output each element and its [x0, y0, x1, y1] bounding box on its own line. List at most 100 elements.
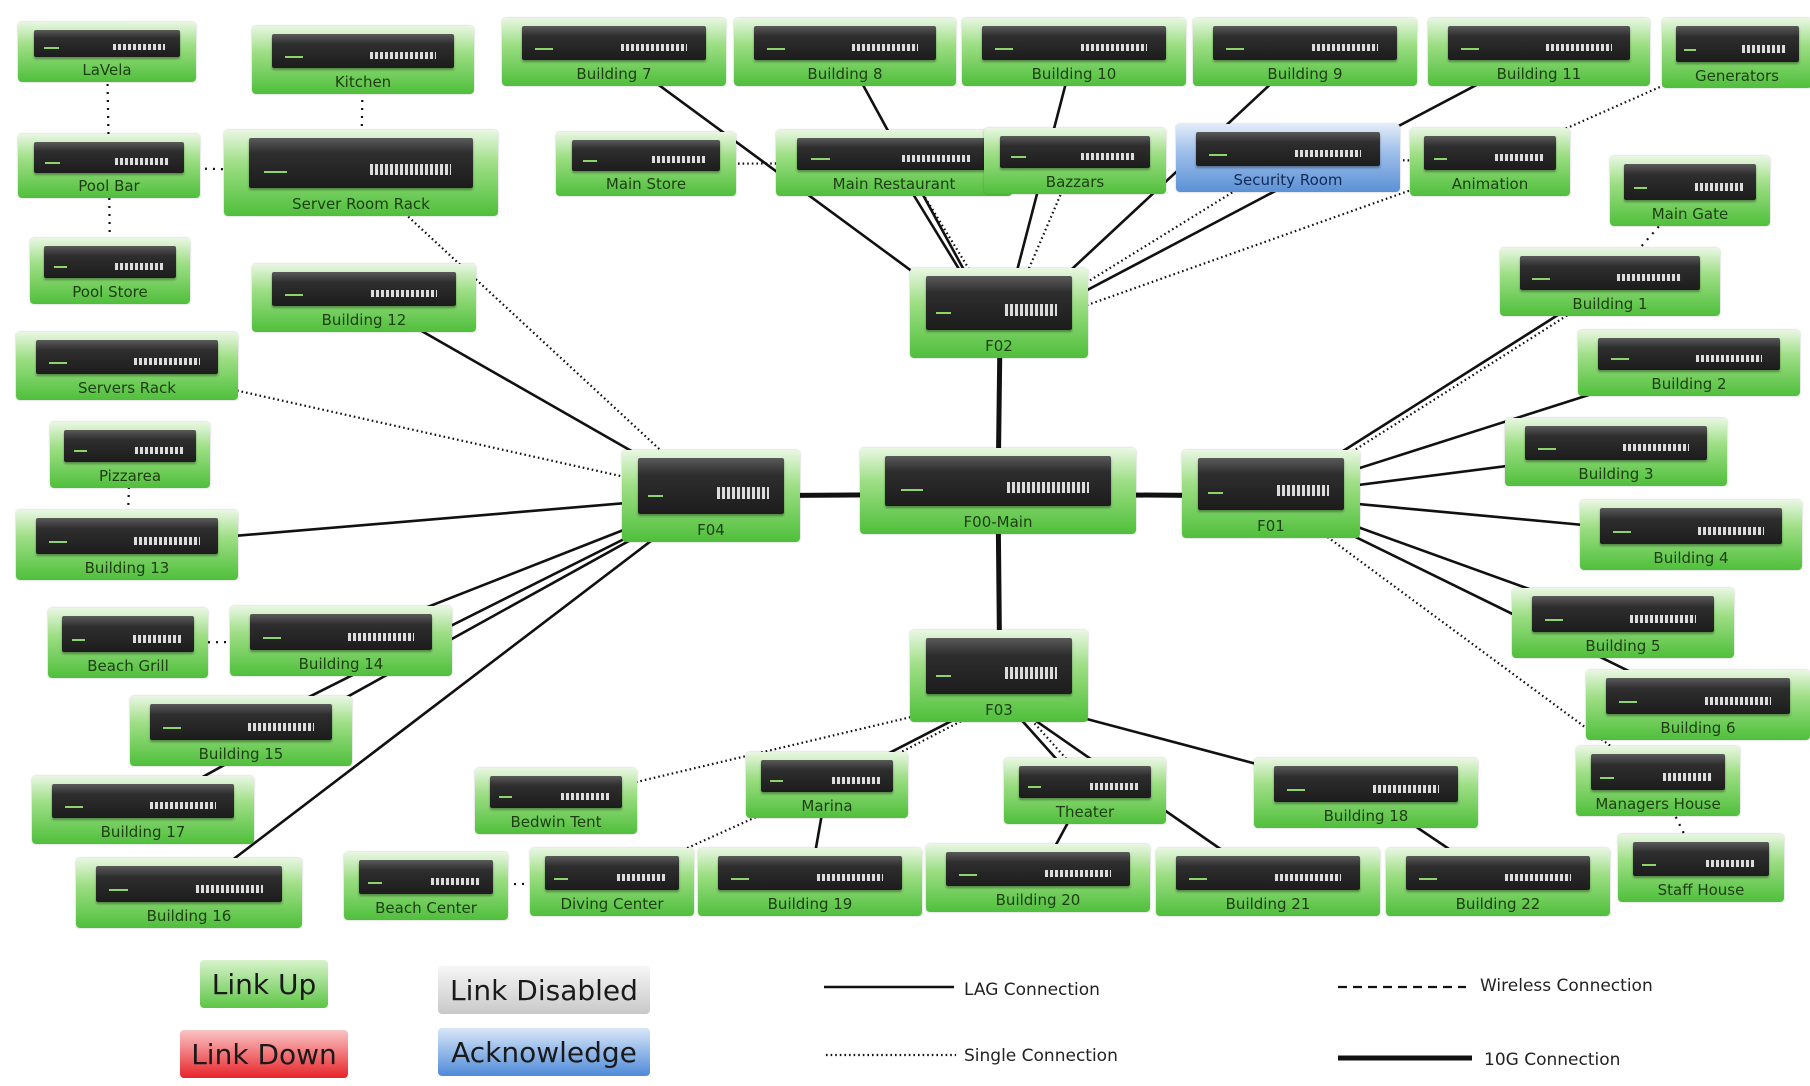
switch-icon — [1176, 856, 1360, 890]
switch-label: Main Store — [605, 175, 687, 193]
switch-label: F00-Main — [963, 513, 1033, 531]
switch-node-f04[interactable]: F04 — [622, 450, 800, 542]
switch-node-building6[interactable]: Building 6 — [1586, 670, 1810, 740]
switch-leds-icon — [1226, 47, 1245, 50]
switch-node-generators[interactable]: Generators — [1662, 18, 1810, 88]
switch-ports-icon — [617, 873, 666, 882]
switch-node-building16[interactable]: Building 16 — [76, 858, 302, 928]
switch-node-bedwin[interactable]: Bedwin Tent — [475, 768, 637, 834]
switch-node-security[interactable]: Security Room — [1176, 124, 1400, 192]
switch-leds-icon — [1208, 492, 1223, 495]
switch-icon — [34, 142, 184, 173]
switch-node-poolstore[interactable]: Pool Store — [30, 238, 190, 304]
switch-label: Beach Grill — [87, 657, 169, 675]
switch-label: Building 17 — [100, 823, 186, 841]
switch-leds-icon — [535, 47, 554, 50]
switch-node-lavela[interactable]: LaVela — [18, 22, 196, 82]
switch-node-building10[interactable]: Building 10 — [962, 18, 1186, 86]
switch-leds-icon — [64, 805, 83, 808]
switch-ports-icon — [371, 289, 438, 298]
switch-leds-icon — [1189, 877, 1208, 880]
legend-10g-label: 10G Connection — [1484, 1050, 1621, 1070]
switch-node-diving[interactable]: Diving Center — [530, 848, 694, 916]
switch-ports-icon — [1295, 149, 1362, 158]
switch-node-kitchen[interactable]: Kitchen — [252, 26, 474, 94]
switch-node-building8[interactable]: Building 8 — [734, 18, 956, 86]
switch-label: Building 14 — [298, 655, 384, 673]
switch-leds-icon — [959, 873, 978, 876]
switch-node-building20[interactable]: Building 20 — [926, 844, 1150, 912]
switch-node-f02[interactable]: F02 — [910, 268, 1088, 358]
switch-node-building17[interactable]: Building 17 — [32, 776, 254, 844]
switch-node-building13[interactable]: Building 13 — [16, 510, 238, 580]
legend-single-line — [826, 1053, 956, 1057]
switch-label: Building 16 — [146, 907, 232, 925]
switch-node-building4[interactable]: Building 4 — [1580, 500, 1802, 570]
switch-ports-icon — [134, 357, 200, 366]
switch-leds-icon — [1460, 47, 1479, 50]
switch-node-bazzars[interactable]: Bazzars — [984, 128, 1166, 194]
switch-node-building19[interactable]: Building 19 — [698, 848, 922, 916]
switch-node-building2[interactable]: Building 2 — [1578, 330, 1800, 396]
switch-node-building5[interactable]: Building 5 — [1512, 588, 1734, 658]
switch-node-animation[interactable]: Animation — [1410, 128, 1570, 196]
switch-node-building14[interactable]: Building 14 — [230, 606, 452, 676]
switch-node-mainstore[interactable]: Main Store — [556, 132, 736, 196]
switch-node-serversrack[interactable]: Servers Rack — [16, 332, 238, 400]
switch-node-poolbar[interactable]: Pool Bar — [18, 134, 200, 198]
switch-label: Bazzars — [1045, 173, 1105, 191]
switch-node-maingate[interactable]: Main Gate — [1610, 156, 1770, 226]
switch-node-building11[interactable]: Building 11 — [1428, 18, 1650, 86]
switch-icon — [34, 30, 180, 57]
switch-ports-icon — [1312, 43, 1379, 52]
switch-label: Building 4 — [1653, 549, 1729, 567]
switch-icon — [638, 458, 784, 514]
switch-node-staffhouse[interactable]: Staff House — [1618, 834, 1784, 902]
switch-label: Pool Store — [72, 283, 148, 301]
switch-node-managers[interactable]: Managers House — [1576, 746, 1740, 816]
switch-node-marina[interactable]: Marina — [746, 752, 908, 818]
switch-node-building18[interactable]: Building 18 — [1254, 758, 1478, 828]
switch-node-theater[interactable]: Theater — [1004, 758, 1166, 824]
switch-leds-icon — [582, 159, 598, 162]
switch-node-f03[interactable]: F03 — [910, 630, 1088, 722]
legend-10g-line — [1338, 1055, 1472, 1061]
switch-ports-icon — [1373, 784, 1440, 793]
switch-icon — [249, 614, 433, 650]
switch-node-pizzarea[interactable]: Pizzarea — [50, 422, 210, 488]
switch-ports-icon — [1696, 354, 1762, 362]
link-serverroom-f04-single — [360, 172, 711, 497]
switch-node-f00[interactable]: F00-Main — [860, 448, 1136, 534]
switch-icon — [35, 340, 219, 374]
switch-icon — [1018, 766, 1152, 798]
switch-node-building22[interactable]: Building 22 — [1386, 848, 1610, 916]
link-f02-building11-lag — [999, 50, 1540, 338]
switch-icon — [271, 34, 455, 68]
switch-node-building9[interactable]: Building 9 — [1193, 18, 1417, 86]
switch-leds-icon — [1209, 153, 1228, 156]
switch-node-building15[interactable]: Building 15 — [130, 696, 352, 766]
switch-node-building3[interactable]: Building 3 — [1505, 418, 1727, 486]
switch-node-mainrest[interactable]: Main Restaurant — [776, 130, 1012, 196]
switch-label: Pizzarea — [98, 467, 162, 485]
switch-node-building21[interactable]: Building 21 — [1156, 848, 1380, 916]
switch-node-serverroom[interactable]: Server Room Rack — [224, 130, 498, 216]
switch-icon — [51, 784, 235, 818]
switch-node-f01[interactable]: F01 — [1182, 450, 1360, 538]
switch-ports-icon — [248, 722, 314, 731]
switch-ports-icon — [1695, 182, 1743, 191]
switch-ports-icon — [1090, 782, 1139, 790]
switch-node-building7[interactable]: Building 7 — [502, 18, 726, 86]
switch-node-building1[interactable]: Building 1 — [1500, 248, 1720, 316]
switch-node-building12[interactable]: Building 12 — [252, 264, 476, 332]
switch-leds-icon — [262, 637, 281, 640]
switch-ports-icon — [1623, 443, 1689, 452]
legend-lag-label: LAG Connection — [964, 980, 1100, 1000]
switch-node-beachcenter[interactable]: Beach Center — [344, 852, 508, 920]
switch-leds-icon — [995, 47, 1014, 50]
switch-icon — [926, 638, 1072, 694]
switch-leds-icon — [936, 675, 951, 678]
switch-icon — [1675, 26, 1799, 62]
switch-node-beachgrill[interactable]: Beach Grill — [48, 608, 208, 678]
switch-ports-icon — [1698, 526, 1764, 535]
